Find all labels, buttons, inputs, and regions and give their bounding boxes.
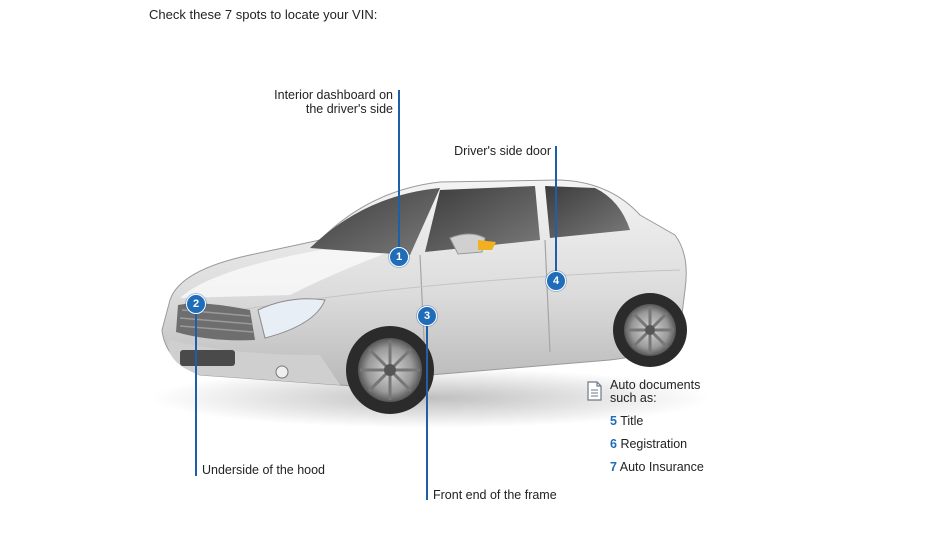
callout-2-label: Underside of the hood bbox=[202, 463, 326, 477]
callout-3-leader bbox=[426, 316, 428, 500]
document-item: 5 Title bbox=[610, 414, 644, 428]
callout-4-leader bbox=[555, 146, 557, 281]
front-side-window bbox=[425, 186, 540, 252]
callout-4-marker: 4 bbox=[546, 271, 566, 291]
headlight bbox=[257, 298, 326, 339]
rear-side-window bbox=[545, 186, 630, 238]
document-item: 6 Registration bbox=[610, 437, 688, 451]
page-heading: Check these 7 spots to locate your VIN: bbox=[149, 7, 378, 22]
callout-3-label: Front end of the frame bbox=[433, 488, 557, 502]
windshield bbox=[310, 188, 440, 255]
callout-1-label: Interior dashboard on the driver's side bbox=[274, 88, 393, 116]
callout-3-marker: 3 bbox=[417, 306, 437, 326]
callout-4-label: Driver's side door bbox=[454, 144, 551, 158]
document-item: 7 Auto Insurance bbox=[610, 460, 704, 474]
document-icon bbox=[587, 381, 602, 401]
callout-1-marker: 1 bbox=[389, 247, 409, 267]
callout-1-leader bbox=[398, 90, 400, 256]
documents-title: Auto documents such as: bbox=[610, 378, 701, 405]
callout-2-marker: 2 bbox=[186, 294, 206, 314]
car-shadow bbox=[150, 368, 710, 428]
callout-2-leader bbox=[195, 304, 197, 476]
